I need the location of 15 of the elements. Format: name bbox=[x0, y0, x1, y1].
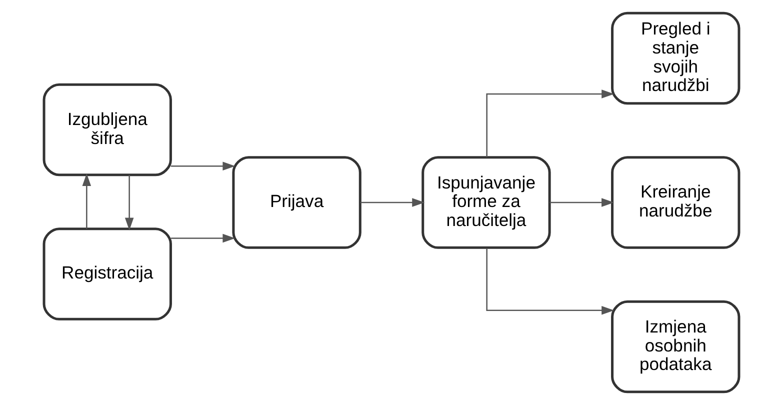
arrow bbox=[124, 175, 134, 230]
arrow bbox=[360, 198, 424, 207]
arrow bbox=[170, 162, 235, 171]
arrow bbox=[170, 234, 235, 243]
arrow bbox=[486, 90, 614, 158]
node-box: Prijava bbox=[232, 156, 361, 249]
node-box: Kreiranje narudžbe bbox=[610, 156, 740, 249]
arrow bbox=[82, 173, 91, 229]
arrow bbox=[549, 198, 614, 207]
node-box: Pregled i stanje svojih narudžbi bbox=[610, 12, 740, 105]
node-box: Izmjena osobnih podataka bbox=[610, 300, 740, 394]
node-box: Ispunjavanje forme za naručitelja bbox=[421, 156, 550, 249]
arrow bbox=[486, 248, 614, 315]
node-box: Registracija bbox=[42, 228, 172, 320]
node-box: Izgubljena šifra bbox=[42, 83, 172, 176]
